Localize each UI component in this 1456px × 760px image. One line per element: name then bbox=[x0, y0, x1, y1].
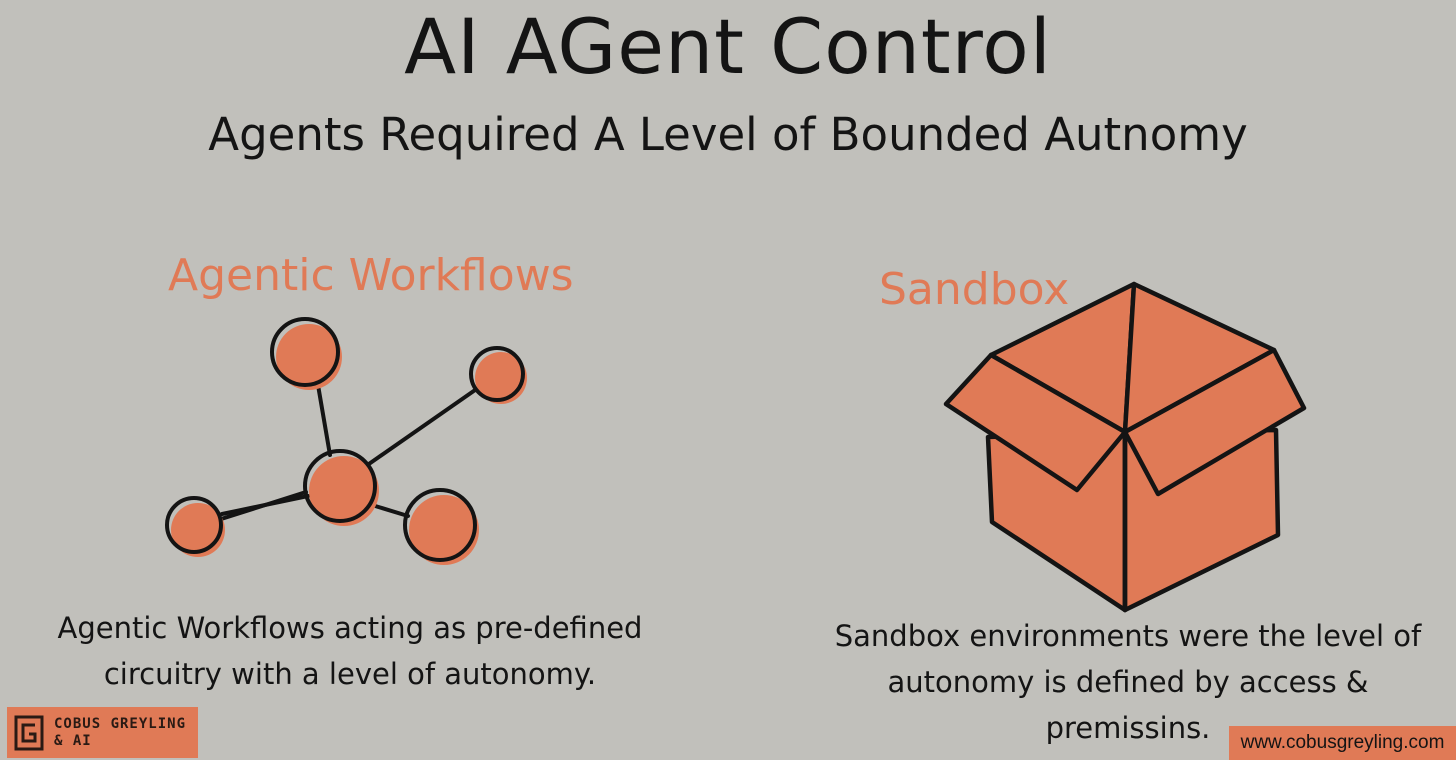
sandbox-caption: Sandbox environments were the level of a… bbox=[808, 613, 1448, 751]
sandbox-heading: Sandbox bbox=[879, 264, 1070, 315]
graph-node-outline bbox=[270, 317, 340, 387]
caption-line: Agentic Workflows acting as pre-defined bbox=[57, 611, 643, 645]
graph-edge bbox=[364, 386, 480, 468]
graph-node-outline bbox=[303, 449, 377, 523]
website-url-badge[interactable]: www.cobusgreyling.com bbox=[1229, 726, 1456, 760]
graph-edge bbox=[370, 503, 410, 518]
graph-edge bbox=[220, 494, 310, 516]
graph-nodes bbox=[165, 317, 527, 565]
graph-node-outline bbox=[403, 488, 477, 562]
brand-name: COBUS GREYLING & AI bbox=[54, 716, 186, 750]
brand-line: COBUS GREYLING bbox=[54, 715, 187, 732]
graph-node-outline bbox=[469, 346, 525, 402]
graph-node bbox=[276, 324, 342, 390]
page-title: AI AGent Control bbox=[404, 2, 1052, 91]
caption-line: Sandbox environments were the level of bbox=[834, 619, 1422, 653]
graph-node-outline bbox=[165, 496, 223, 554]
brand-logo-icon bbox=[14, 715, 44, 750]
graph-node bbox=[409, 495, 479, 565]
network-graph-icon bbox=[216, 383, 480, 522]
caption-line: autonomy is defined by access & premissi… bbox=[887, 665, 1369, 745]
graph-edge bbox=[316, 383, 332, 457]
caption-line: circuitry with a level of autonomy. bbox=[103, 657, 597, 691]
brand-badge: COBUS GREYLING & AI bbox=[7, 707, 198, 758]
brand-line: & AI bbox=[54, 732, 92, 749]
graph-node bbox=[309, 456, 379, 526]
page-subtitle: Agents Required A Level of Bounded Autno… bbox=[208, 108, 1248, 161]
agentic-workflows-heading: Agentic Workflows bbox=[168, 250, 574, 301]
agentic-workflows-caption: Agentic Workflows acting as pre-defined … bbox=[30, 605, 670, 697]
open-box-icon bbox=[943, 281, 1307, 613]
